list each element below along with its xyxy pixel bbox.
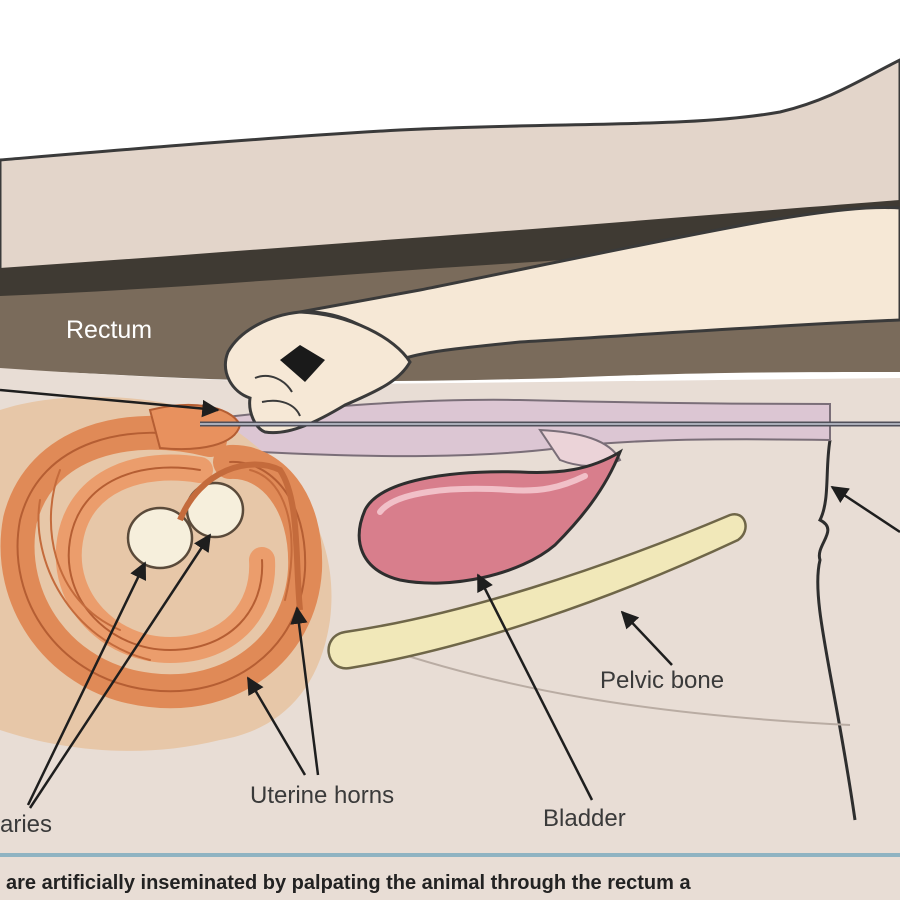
lower-belly-line bbox=[359, 639, 851, 726]
caption: are artificially inseminated by palpatin… bbox=[0, 870, 900, 900]
arrow-bladder bbox=[476, 573, 594, 801]
vagina-canal bbox=[198, 398, 831, 458]
caption-text: are artificially inseminated by palpatin… bbox=[6, 872, 691, 894]
spine-band bbox=[0, 200, 900, 300]
hand bbox=[224, 310, 412, 435]
rear-outline bbox=[816, 439, 857, 821]
uterine-horns bbox=[0, 415, 323, 709]
arrow-horn-right bbox=[290, 606, 320, 776]
label-bladder: Bladder bbox=[543, 805, 626, 832]
hand-grip-shadow bbox=[280, 345, 325, 382]
caption-divider bbox=[0, 853, 900, 857]
finger-lines bbox=[254, 374, 301, 417]
arrow-ovary-left bbox=[26, 561, 147, 806]
arrow-to-cervix bbox=[0, 388, 220, 418]
arrow-horn-left bbox=[246, 676, 307, 776]
arrow-vulva bbox=[830, 485, 900, 534]
bladder-highlight bbox=[377, 473, 588, 515]
pointer-arrows bbox=[0, 388, 900, 809]
ovary-left bbox=[126, 506, 194, 570]
label-rectum: Rectum bbox=[66, 316, 152, 344]
cow-back bbox=[0, 58, 900, 272]
label-pelvic-bone: Pelvic bone bbox=[600, 667, 724, 694]
pelvic-bone bbox=[327, 512, 747, 670]
label-uterine-horns: Uterine horns bbox=[250, 782, 394, 809]
cervix bbox=[538, 428, 622, 467]
label-ovaries: aries bbox=[0, 811, 52, 838]
oviduct bbox=[177, 461, 303, 611]
arrow-ovary-right bbox=[28, 533, 212, 809]
arrow-pelvic bbox=[620, 610, 673, 666]
